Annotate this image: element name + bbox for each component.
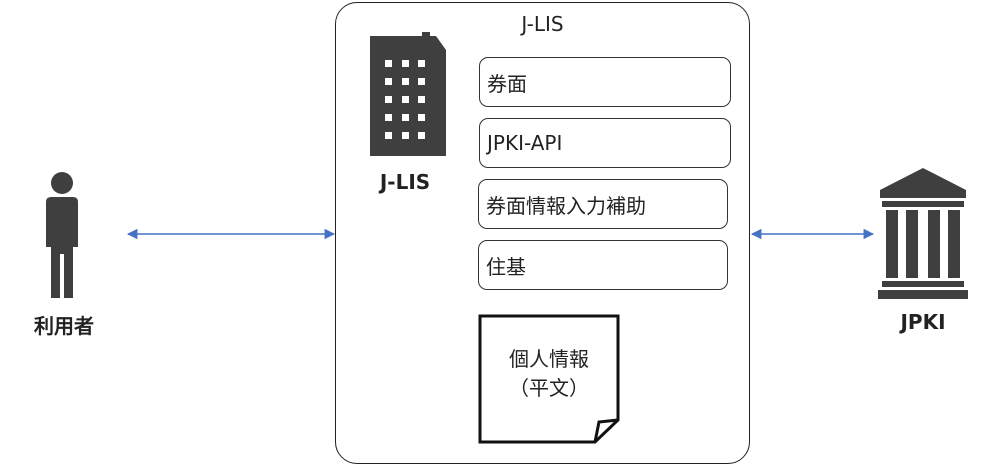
jlis-system-title: J-LIS [521,12,564,36]
document-line2: （平文） [509,376,589,400]
building-icon [370,32,446,156]
module-kenmen-input-assist-label: 券面情報入力補助 [486,193,646,218]
jlis-system-box [335,2,750,464]
module-juki-label: 住基 [486,254,526,279]
user-label: 利用者 [34,314,94,338]
jpki-label: JPKI [900,310,946,334]
module-kenmen: 券面 [479,57,731,107]
module-jpki-api-label: JPKI-API [487,131,563,155]
document-shape [478,314,620,444]
document-line1: 個人情報 [509,347,589,371]
building-label: J-LIS [379,170,431,194]
user-icon [46,172,78,298]
module-kenmen-label: 券面 [487,71,527,96]
institution-icon [878,168,968,299]
module-kenmen-input-assist: 券面情報入力補助 [478,179,728,229]
module-juki: 住基 [478,240,728,290]
module-jpki-api: JPKI-API [479,118,731,168]
